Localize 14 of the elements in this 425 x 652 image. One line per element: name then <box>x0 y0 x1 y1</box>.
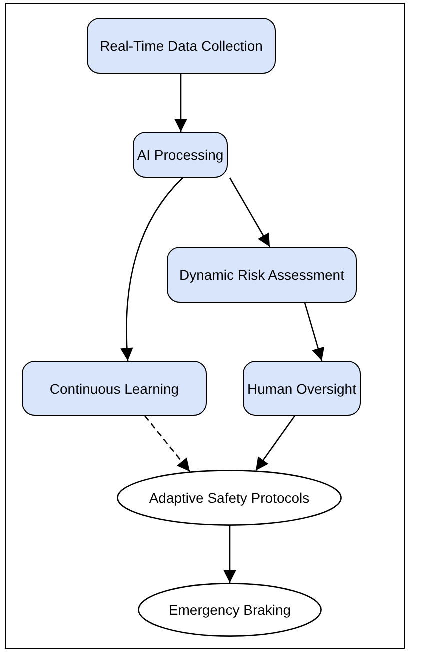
node-label: AI Processing <box>137 147 224 163</box>
process-box <box>167 247 357 303</box>
node-label: Real-Time Data Collection <box>100 38 263 54</box>
process-ellipse <box>138 583 322 637</box>
process-ellipse <box>117 470 342 526</box>
node-label: Adaptive Safety Protocols <box>149 490 310 506</box>
node-label: Continuous Learning <box>50 380 180 396</box>
node-label: Emergency Braking <box>168 602 292 618</box>
process-box <box>87 18 276 74</box>
process-box <box>22 361 207 416</box>
node-label: Dynamic Risk Assessment <box>180 267 344 283</box>
process-box <box>133 132 228 178</box>
node-label: Human Oversight <box>248 380 356 396</box>
process-box <box>243 361 361 416</box>
